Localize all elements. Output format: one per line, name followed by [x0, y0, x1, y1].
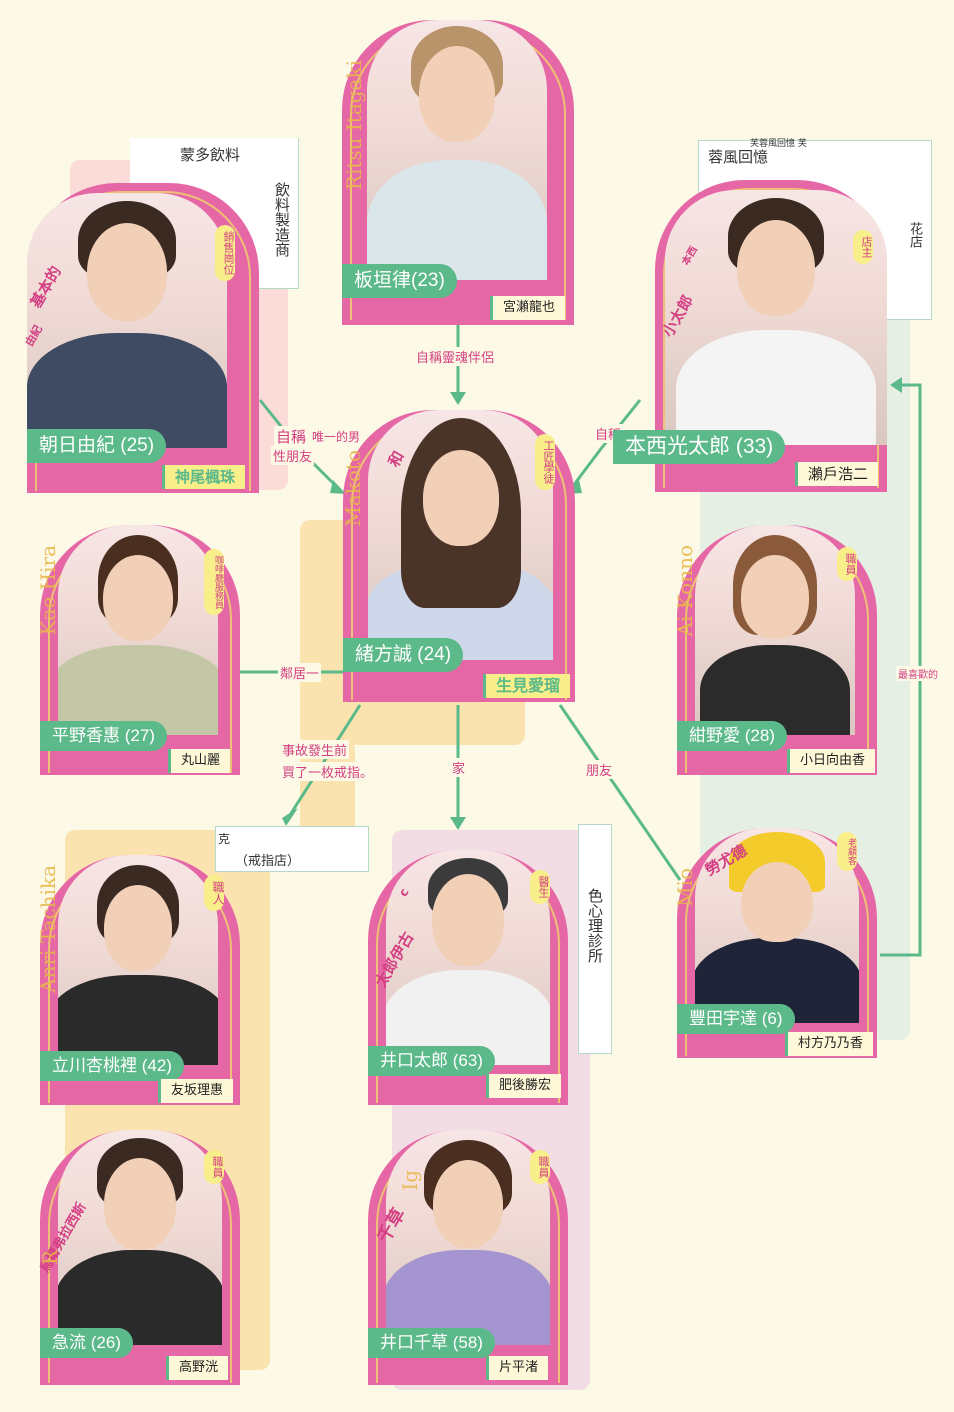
- portrait-anri: [58, 855, 218, 1065]
- actor-chigusa: 片平渚: [486, 1356, 548, 1380]
- card-kae: Kae Hira 咖啡廳服務員 平野香惠 (27) 丸山麗: [40, 525, 240, 775]
- card-yuki: 銷售崗位 基本的 由紀 朝日由紀 (25) 神尾楓珠: [27, 183, 259, 493]
- actor-taro: 肥後勝宏: [486, 1074, 561, 1098]
- role-ai: 職員: [837, 547, 857, 581]
- portrait-chigusa: [386, 1130, 550, 1345]
- role-taro: 醫生: [530, 870, 550, 904]
- name-yuki: 朝日由紀 (25): [27, 429, 166, 463]
- chigusa-romaji: Ig: [398, 1170, 422, 1191]
- name-mio: 豐田宇達 (6): [677, 1004, 795, 1034]
- name-kyu: 急流 (26): [40, 1328, 133, 1358]
- rel-soulmate: 自稱靈魂伴侶: [414, 347, 496, 366]
- flower-shop-label: 蓉風回憶: [708, 146, 768, 167]
- portrait-kae: [58, 525, 218, 735]
- mio-romaji: Mio: [673, 868, 697, 907]
- card-ritsu: Ritsu Itagaki 板垣律(23) 宮瀨龍也: [342, 20, 574, 325]
- card-mio: Mio 勞尤德 老顧客 豐田宇達 (6) 村方乃乃香: [677, 828, 877, 1058]
- rel-family: 家: [450, 758, 467, 777]
- portrait-kyu: [58, 1130, 222, 1345]
- role-chigusa: 職員: [530, 1150, 550, 1184]
- rel-neighbor: 鄰居一: [278, 663, 321, 682]
- portrait-yuki: [27, 193, 227, 448]
- card-kotaro: 店主 小太郎 本西 本西光太郎 (33) 瀨戶浩二: [655, 180, 887, 492]
- role-anri: 職人: [204, 875, 224, 911]
- portrait-taro: [386, 850, 550, 1065]
- rel-ring-before: 事故發生前: [280, 740, 349, 759]
- role-kae: 咖啡廳服務員: [204, 549, 224, 615]
- name-kotaro: 本西光太郎 (33): [613, 430, 785, 464]
- name-ritsu: 板垣律(23): [342, 264, 457, 298]
- ring-shop-label: （戒指店）: [235, 850, 300, 869]
- portrait-kotaro: [665, 190, 887, 445]
- actor-ai: 小日向由香: [787, 749, 875, 773]
- actor-kae: 丸山麗: [168, 749, 230, 773]
- ai-romaji: Ai Konno: [673, 545, 697, 636]
- kae-romaji: Kae Hira: [36, 545, 60, 635]
- portrait-ai: [695, 525, 855, 735]
- rel-ring-bought: 買了一枚戒指。: [280, 762, 375, 781]
- role-kotaro: 店主: [853, 230, 873, 264]
- rel-friend: 朋友: [584, 760, 614, 779]
- card-taro: 太郎伊古 c 醫生 井口太郎 (63) 肥後勝宏: [368, 850, 568, 1105]
- rel-male-friend: 性朋友: [271, 446, 314, 465]
- name-chigusa: 井口千草 (58): [368, 1328, 495, 1358]
- actor-mio: 村方乃乃香: [785, 1032, 873, 1056]
- card-anri: Anri Tachika 職人 立川杏桃裡 (42) 友坂理惠: [40, 855, 240, 1105]
- ritsu-romaji: Ritsu Itagaki: [342, 60, 366, 190]
- clinic-label: 色心理診所: [585, 888, 606, 963]
- rel-self-yuki: 自稱: [274, 426, 308, 447]
- role-makoto: 工匠學徒: [535, 434, 555, 490]
- role-mio: 老顧客: [837, 832, 857, 871]
- flower-shop-type: 花店: [905, 222, 924, 248]
- name-makoto: 緒方誠 (24): [343, 638, 463, 672]
- actor-kotaro: 瀨戶浩二: [795, 462, 878, 486]
- name-ai: 紺野愛 (28): [677, 721, 787, 751]
- drinks-company-label: 蒙多飲料: [180, 144, 240, 165]
- ring-shop-name: 克: [218, 830, 230, 847]
- rel-favorite: 最喜歡的: [896, 666, 940, 681]
- drinks-maker-label: 飲料製造商: [272, 182, 293, 257]
- portrait-makoto: [368, 410, 553, 660]
- role-kyu: 職員: [204, 1150, 224, 1184]
- actor-yuki: 神尾楓珠: [162, 465, 245, 489]
- card-makoto: Makoto 和 工匠學徒 緒方誠 (24) 生見愛瑠: [343, 410, 575, 702]
- name-kae: 平野香惠 (27): [40, 721, 167, 751]
- actor-anri: 友坂理惠: [158, 1079, 233, 1103]
- anri-romaji: Anri Tachika: [36, 865, 60, 993]
- card-chigusa: 千草 Ig 職員 井口千草 (58) 片平渚: [368, 1130, 568, 1385]
- name-anri: 立川杏桃裡 (42): [40, 1051, 184, 1081]
- card-ai: Ai Konno 職員 紺野愛 (28) 小日向由香: [677, 525, 877, 775]
- kyu-romaji: R: [38, 1250, 62, 1265]
- makoto-romaji: Makoto: [341, 450, 365, 527]
- portrait-ritsu: [367, 20, 547, 280]
- name-taro: 井口太郎 (63): [368, 1046, 495, 1076]
- actor-kyu: 高野洸: [166, 1356, 228, 1380]
- actor-makoto: 生見愛瑠: [483, 674, 570, 698]
- actor-ritsu: 宮瀨龍也: [490, 296, 565, 320]
- card-kyu: 烏爾弗拉西斯 R 職員 急流 (26) 高野洸: [40, 1130, 240, 1385]
- role-yuki: 銷售崗位: [215, 225, 235, 281]
